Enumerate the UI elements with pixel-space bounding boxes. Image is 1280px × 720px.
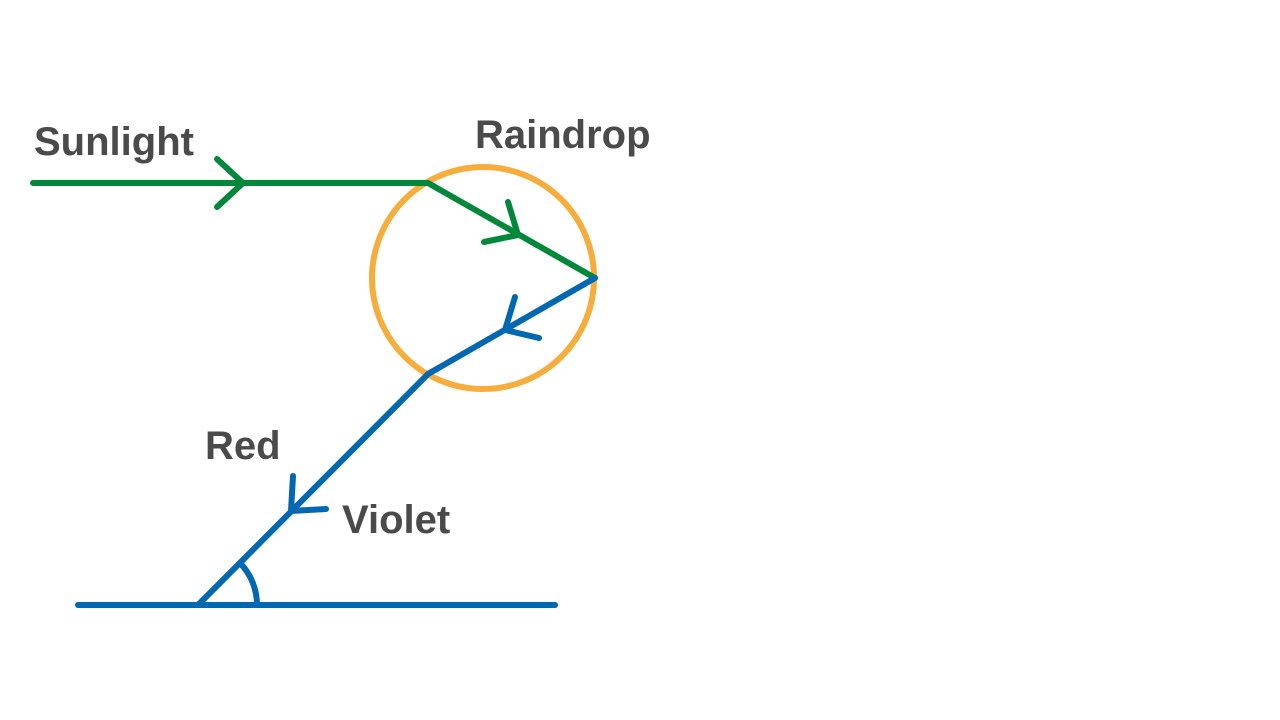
raindrop-circle <box>369 164 597 392</box>
red-label: Red <box>205 424 281 468</box>
sunlight-ray <box>30 180 598 281</box>
sunlight-label: Sunlight <box>34 120 194 164</box>
angle-arc <box>237 560 261 608</box>
violet-label: Violet <box>342 498 451 542</box>
sunlight-arrowhead <box>214 156 246 210</box>
exit-ray-arrowhead <box>288 473 329 514</box>
reflected-ray <box>195 275 598 608</box>
raindrop-label: Raindrop <box>475 113 651 157</box>
refracted-ray-arrowhead <box>481 199 521 245</box>
reflected-ray-arrowhead <box>502 294 542 341</box>
